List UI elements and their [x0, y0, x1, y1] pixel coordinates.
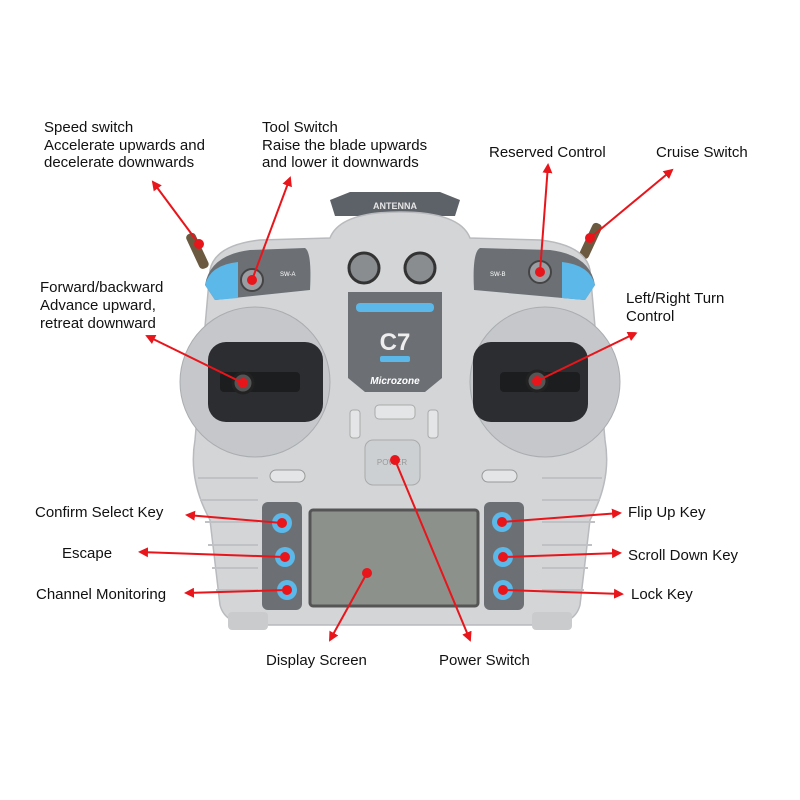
switch-b-label: SW-B	[490, 272, 506, 278]
arrow-reserved-control	[535, 163, 553, 277]
remote-controller: ANTENNA SW-A SW-B C7 Microzone	[179, 192, 621, 630]
label-left-right-turn-line2: Control	[626, 308, 674, 325]
arrow-confirm-select	[185, 510, 287, 528]
left-knob[interactable]	[347, 251, 381, 285]
arrow-power-switch	[390, 455, 472, 642]
switch-a-label: SW-A	[280, 272, 296, 278]
label-tool-switch-title: Tool Switch	[262, 119, 338, 136]
label-left-right-turn-line1: Left/Right Turn	[626, 290, 724, 307]
label-power-switch: Power Switch	[439, 652, 530, 669]
label-reserved-control: Reserved Control	[489, 144, 606, 161]
label-speed-switch-title: Speed switch	[44, 119, 133, 136]
label-forward-backward-title: Forward/backward	[40, 279, 163, 296]
label-escape: Escape	[62, 545, 112, 562]
arrow-speed-switch	[151, 180, 204, 249]
label-tool-switch-line3: and lower it downwards	[262, 154, 419, 171]
label-tool-switch-line2: Raise the blade upwards	[262, 137, 427, 154]
label-channel-monitoring: Channel Monitoring	[36, 586, 166, 603]
arrow-display-screen	[329, 568, 372, 642]
label-display-screen: Display Screen	[266, 652, 367, 669]
arrow-cruise-switch	[585, 168, 674, 243]
label-scroll-down-key: Scroll Down Key	[628, 547, 739, 564]
label-flip-up-key: Flip Up Key	[628, 504, 706, 521]
label-lock-key: Lock Key	[631, 586, 693, 603]
arrow-channel-monitoring	[184, 585, 292, 598]
model-badge	[348, 292, 442, 392]
label-forward-backward-line3: retreat downward	[40, 315, 156, 332]
model-name: C7	[380, 329, 411, 356]
arrow-scroll-down	[498, 548, 622, 562]
label-speed-switch-line2: Accelerate upwards and	[44, 137, 205, 154]
callout-labels: Speed switch Accelerate upwards and dece…	[35, 119, 748, 669]
display-screen	[308, 508, 480, 608]
arrow-left-right-turn	[532, 331, 638, 386]
speed-switch-lever[interactable]	[185, 232, 210, 271]
label-speed-switch-line3: decelerate downwards	[44, 154, 194, 171]
callout-arrows	[138, 163, 674, 642]
label-confirm-select-key: Confirm Select Key	[35, 504, 164, 521]
arrow-lock	[498, 585, 624, 599]
arrow-flip-up	[497, 508, 622, 527]
antenna	[330, 192, 460, 216]
arrow-escape	[138, 547, 290, 562]
brand-logo: Microzone	[370, 376, 420, 387]
label-forward-backward-line2: Advance upward,	[40, 297, 156, 314]
arrow-forward-backward	[145, 335, 248, 388]
arrow-tool-switch	[247, 176, 292, 285]
antenna-label: ANTENNA	[373, 201, 417, 211]
label-cruise-switch: Cruise Switch	[656, 144, 748, 161]
right-knob[interactable]	[403, 251, 437, 285]
